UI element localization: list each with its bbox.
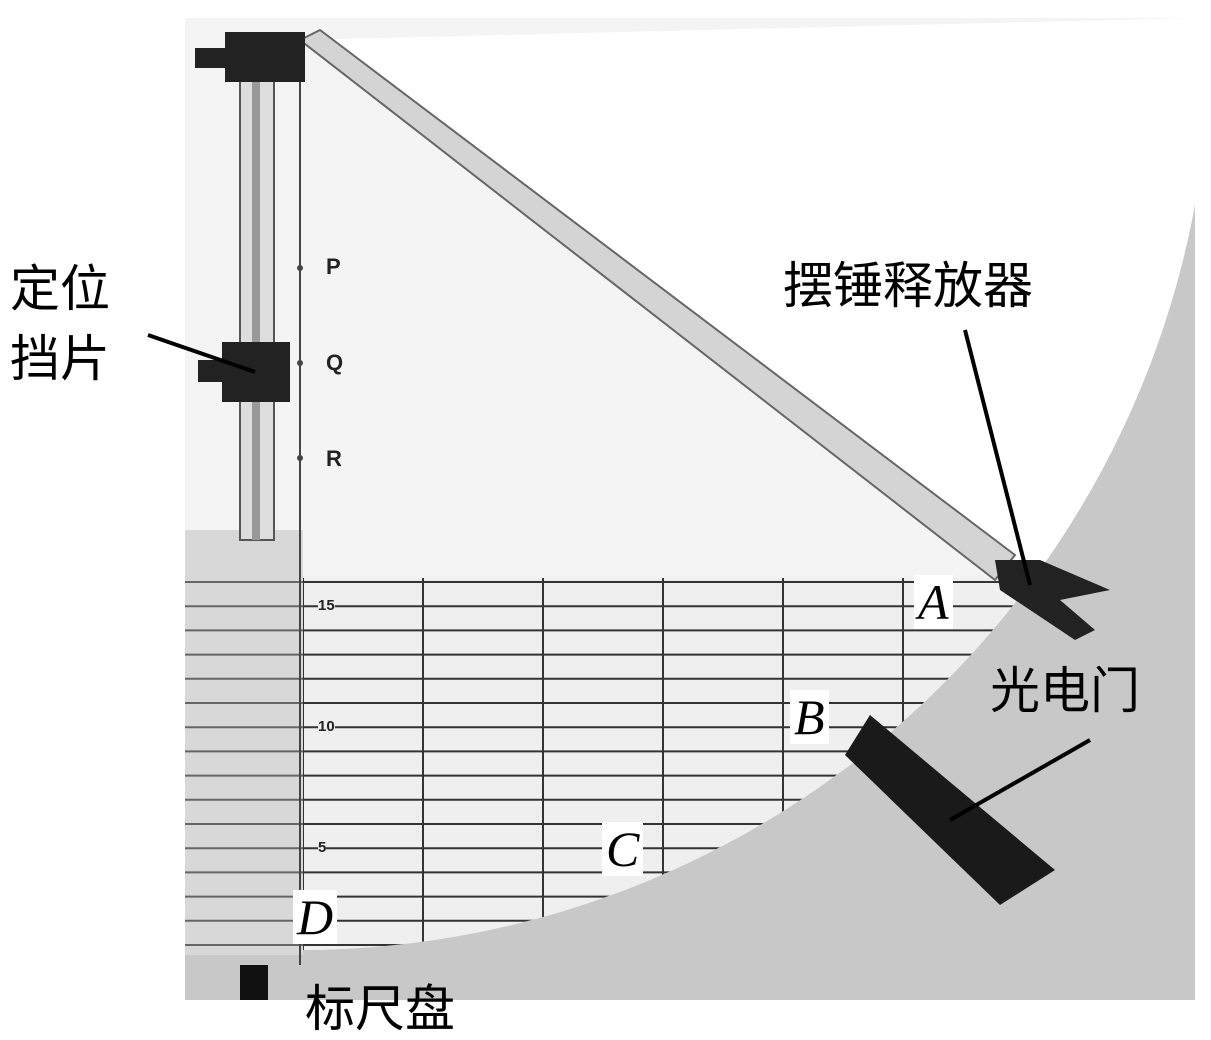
photogate [845,715,1055,905]
mark-q: Q [326,350,344,375]
label-photogate: 光电门 [990,662,1140,720]
label-pendulum-release: 摆锤释放器 [783,257,1033,315]
tick-15: 15 [318,597,335,614]
point-a: A [914,575,953,629]
label-positioning-stop-2: 挡片 [10,330,110,388]
tick-10: 10 [318,718,335,735]
release-arm [298,28,1017,582]
left-panel [185,530,303,955]
tick-5: 5 [318,839,327,856]
label-scale-disc: 标尺盘 [305,980,455,1038]
mark-p: P [326,254,341,279]
leader-lines [147,329,1091,822]
label-positioning-stop-1: 定位 [10,260,110,318]
point-c: C [602,822,644,876]
pendulum-release [995,560,1110,640]
positioning-stop [222,342,290,402]
point-b: B [790,690,829,744]
top-clamp [225,32,305,82]
mark-r: R [326,446,342,471]
point-d: D [293,890,338,944]
